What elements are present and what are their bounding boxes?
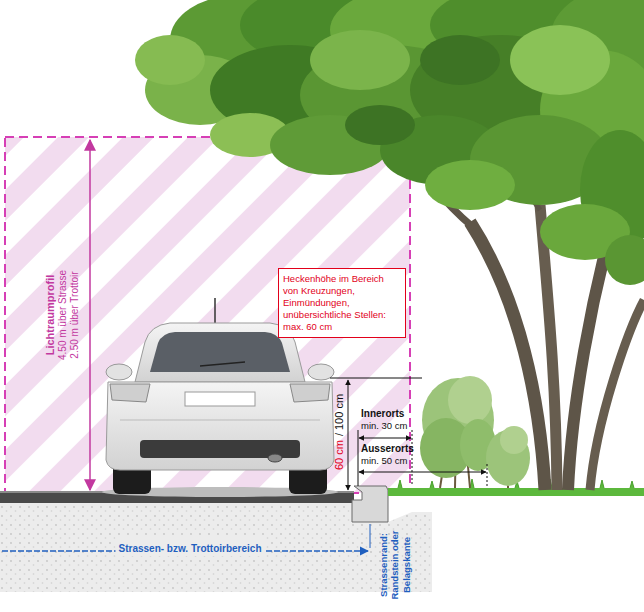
edge-leader: [370, 524, 371, 548]
dimension-value: 60 cm: [333, 440, 345, 470]
car-part: [106, 382, 334, 470]
hedge-part: [500, 426, 528, 454]
area-label: Innerorts: [361, 408, 407, 420]
note-box: Heckenhöhe im Bereich von Kreuzungen, Ei…: [278, 268, 406, 338]
hedge-part: [448, 376, 492, 424]
dimension-value: / 100 cm: [333, 394, 345, 436]
hedge-height-dimension: [330, 378, 487, 490]
car-part: [214, 298, 216, 324]
hedge-height-dimension-part: [359, 472, 486, 473]
dimension-label: 4.50 m über Strasse: [58, 270, 70, 360]
note-text: Heckenhöhe im Bereich von Kreuzungen, Ei…: [283, 273, 401, 332]
car-part: [106, 364, 132, 380]
tree-part: [420, 35, 500, 85]
label-group: Innerortsmin. 30 cm: [361, 408, 407, 431]
dimension-label: Strassenrand: Randstein oder Belagskante: [378, 523, 412, 607]
car-part: [290, 384, 330, 402]
hedge: [420, 376, 530, 488]
dimension-value: min. 30 cm: [361, 420, 407, 431]
dimension-label: 2.50 m über Trottoir: [70, 270, 82, 360]
car-part: [110, 384, 150, 402]
car-part: [268, 454, 282, 462]
tree-part: [135, 35, 205, 85]
label-group: Strassenrand: Randstein oder Belagskante: [378, 523, 412, 607]
tree-part: [425, 160, 515, 210]
curb: [352, 486, 388, 522]
label-group: Ausserortsmin. 50 cm: [361, 443, 414, 466]
curb-part: [352, 486, 388, 522]
label-group: 60 cm / 100 cm: [328, 394, 347, 470]
tree-part: [310, 30, 410, 90]
label-group: Lichtraumprofil4.50 m über Strasse2.50 m…: [44, 270, 81, 360]
clearance-dimension: [89, 140, 91, 490]
hedge-height-dimension-part: [359, 438, 411, 439]
tree-part: [568, 225, 612, 490]
car-part: [150, 332, 290, 372]
clearance-profile: [5, 137, 410, 493]
area-label: Ausserorts: [361, 443, 414, 455]
dimension-label: Lichtraumprofil: [44, 270, 57, 360]
label-group: Strassen- bzw. Trottoirbereich: [116, 537, 265, 556]
hedge-height-dimension-part: [412, 430, 413, 486]
grass-part: [388, 488, 644, 496]
tree-part: [470, 222, 545, 490]
dimension-value: min. 50 cm: [361, 455, 414, 466]
hedge-height-dimension-part: [348, 380, 349, 490]
hedge-height-dimension-part: [330, 378, 422, 379]
dimension-label: Strassen- bzw. Trottoirbereich: [119, 543, 262, 554]
car-part: [200, 362, 245, 366]
tree-part: [605, 235, 644, 285]
tree-part: [345, 105, 415, 145]
tree-part: [510, 25, 610, 95]
hedge-height-dimension-part: [358, 430, 359, 486]
tree-part: [590, 300, 644, 490]
hedge-height-dimension-part: [487, 464, 488, 486]
car-part: [120, 420, 320, 421]
car-part: [185, 392, 255, 406]
